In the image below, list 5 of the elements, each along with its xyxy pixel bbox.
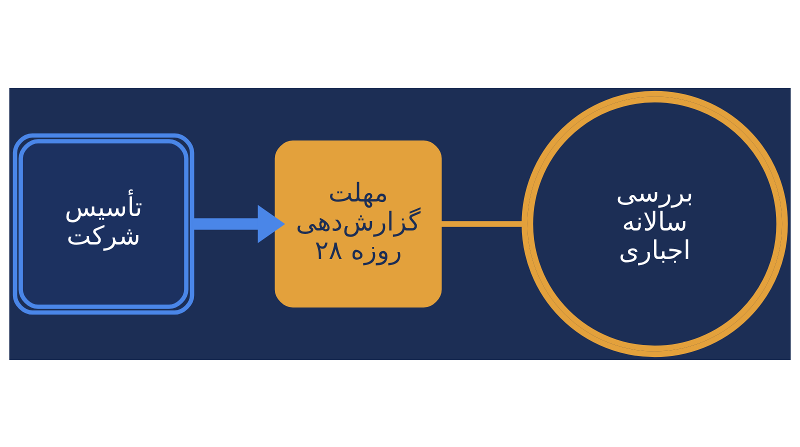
connector xyxy=(441,220,524,226)
node-circle: بررسی سالانه اجباری xyxy=(522,90,788,357)
arrow xyxy=(192,204,286,243)
node-box: تأسیس شرکت xyxy=(12,132,194,314)
node-box: مهلت گزارش‌دهی ۲۸ روزه xyxy=(274,140,442,307)
